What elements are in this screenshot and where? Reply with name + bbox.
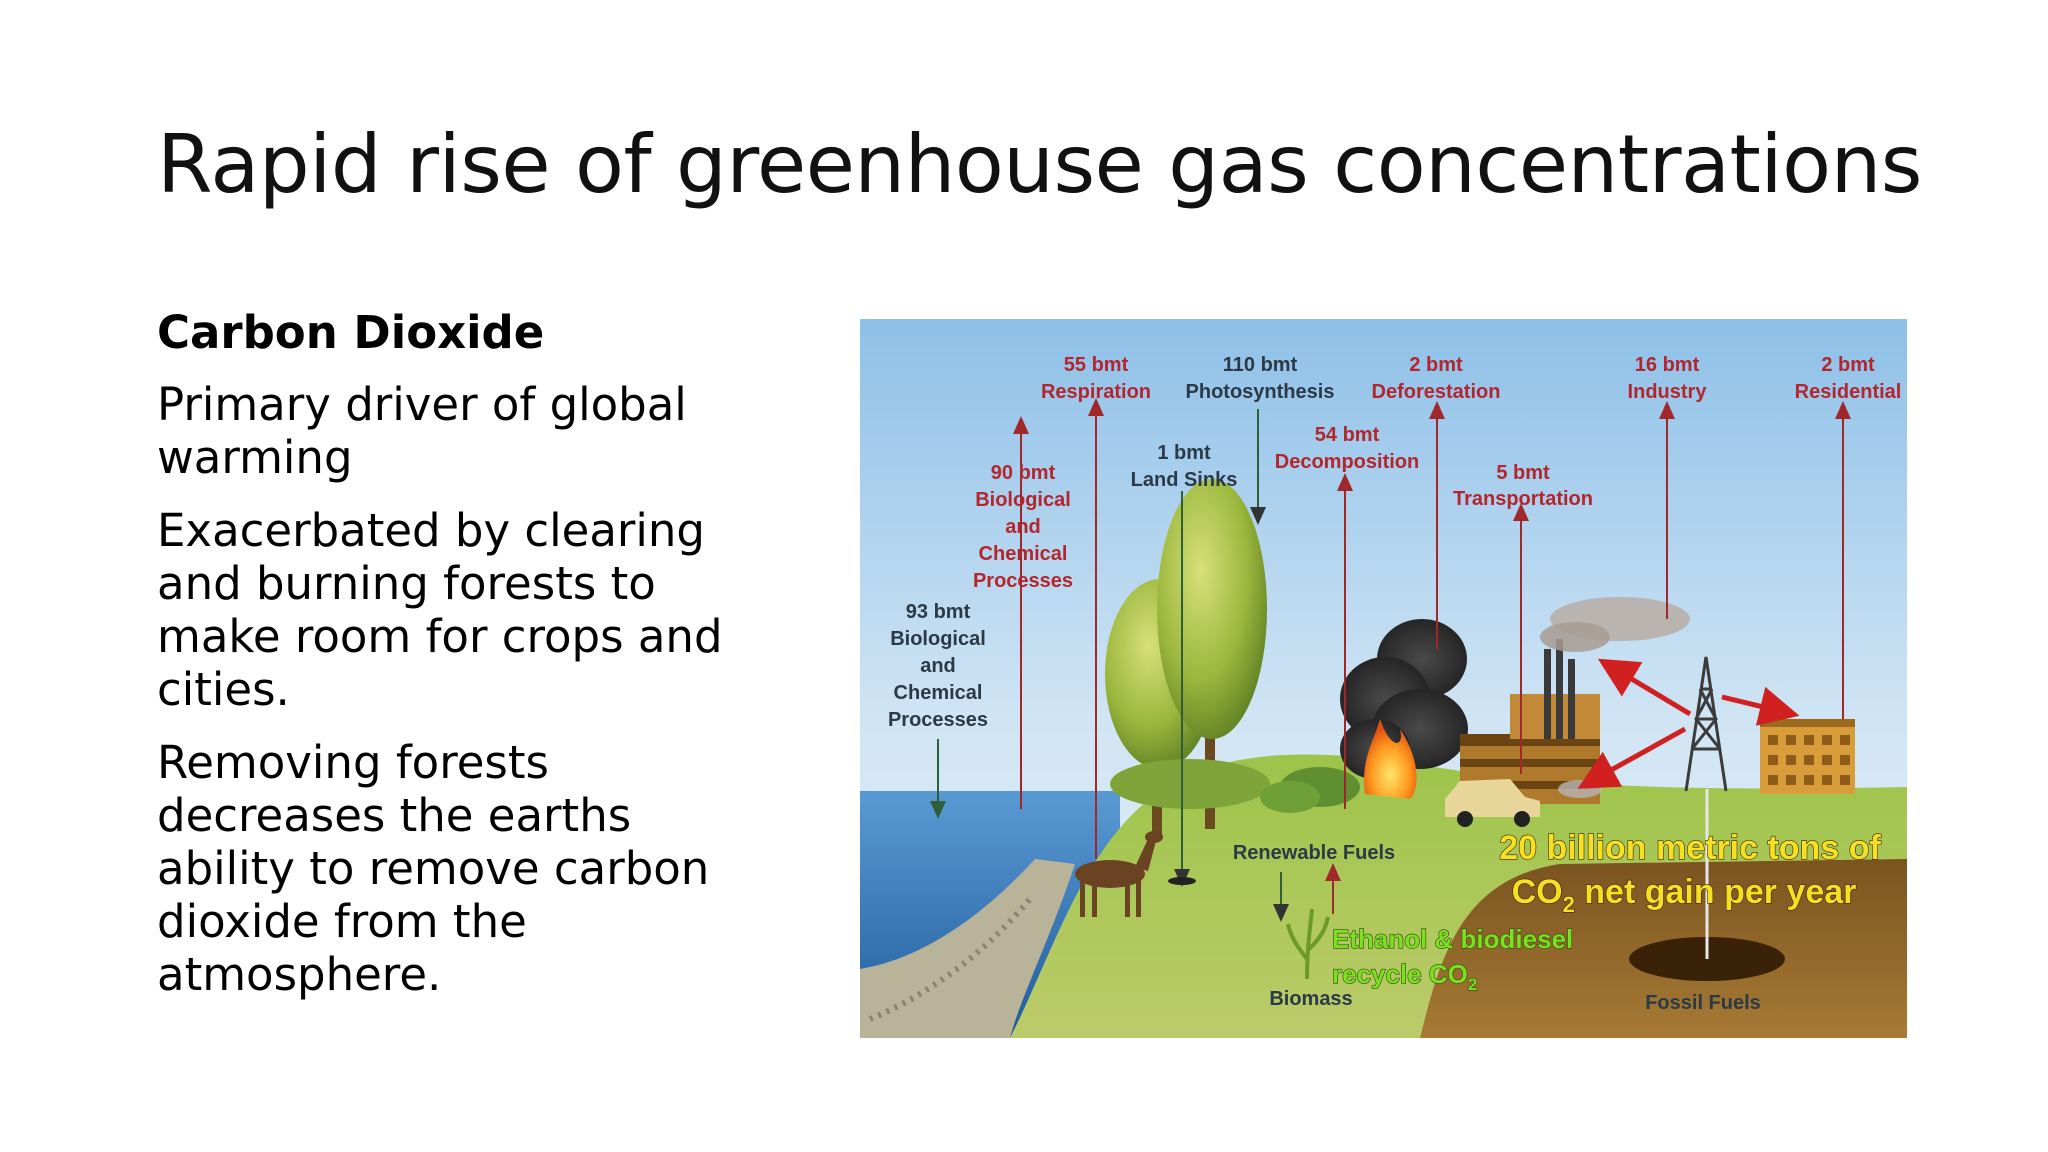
label-biomass: Biomass [1269, 988, 1352, 1010]
flux-label-bio-ocean-line: Processes [888, 709, 988, 731]
flux-label-industry-name: Industry [1628, 381, 1708, 403]
forest-fire [1340, 619, 1468, 799]
label-ethanol-line2: recycle CO2 [1332, 959, 1477, 994]
text-paragraph: Exacerbated by clearing and burning fore… [157, 504, 723, 716]
emission-arrows [1577, 658, 1800, 789]
flux-label-bio-ocean-line: Chemical [894, 682, 983, 704]
flux-label-deforestation-name: Deforestation [1372, 381, 1501, 403]
flux-label-residential-name: Residential [1795, 381, 1902, 403]
tree [1157, 479, 1267, 739]
flux-label-bio-land-value: 90 bmt [991, 462, 1056, 484]
label-fossil-fuels: Fossil Fuels [1645, 992, 1761, 1014]
slide-title: Rapid rise of greenhouse gas concentrati… [157, 118, 1922, 211]
flux-label-bio-land-line: and [1005, 516, 1041, 538]
flux-label-bio-land-line: Biological [975, 489, 1071, 511]
label-renewable-fuels: Renewable Fuels [1233, 842, 1395, 864]
transmission-tower [1684, 656, 1728, 792]
callout-net-gain-line1: 20 billion metric tons of [1499, 829, 1881, 867]
flux-label-residential-value: 2 bmt [1821, 354, 1875, 376]
flux-label-bio-land-line: Chemical [979, 543, 1068, 565]
flux-label-industry-value: 16 bmt [1635, 354, 1700, 376]
flux-label-respiration-name: Respiration [1041, 381, 1151, 403]
flux-label-land-sinks-name: Land Sinks [1131, 469, 1238, 491]
absorption-arrows [930, 409, 1289, 922]
car [1445, 779, 1602, 827]
text-paragraph: Primary driver of global warming [157, 378, 687, 484]
biomass-plant [1286, 908, 1330, 980]
flux-label-transportation-value: 5 bmt [1496, 462, 1550, 484]
flux-label-bio-ocean-line: and [920, 655, 956, 677]
residential-building [1760, 719, 1855, 794]
flux-label-bio-land-line: Processes [973, 570, 1073, 592]
flux-label-transportation-name: Transportation [1453, 488, 1593, 510]
flux-label-respiration-value: 55 bmt [1064, 354, 1129, 376]
flux-label-land-sinks-value: 1 bmt [1157, 442, 1211, 464]
flux-label-bio-ocean-value: 93 bmt [906, 601, 971, 623]
flux-label-photosynthesis-value: 110 bmt [1223, 354, 1298, 376]
carbon-cycle-diagram: 55 bmt Respiration 110 bmt Photosynthesi… [860, 319, 1907, 1038]
flux-label-decomposition-value: 54 bmt [1315, 424, 1380, 446]
text-heading: Carbon Dioxide [157, 306, 545, 359]
text-paragraph: Removing forests decreases the earths ab… [157, 736, 710, 1001]
flux-arrows [1013, 398, 1851, 914]
flux-label-deforestation-value: 2 bmt [1409, 354, 1463, 376]
flux-label-decomposition-name: Decomposition [1275, 451, 1419, 473]
body-text: Carbon Dioxide Primary driver of global … [157, 306, 757, 1021]
flux-label-photosynthesis-name: Photosynthesis [1186, 381, 1335, 403]
deer [1075, 831, 1163, 917]
pebble-shore [860, 859, 1075, 1038]
flux-label-bio-ocean-line: Biological [890, 628, 986, 650]
label-ethanol-line1: Ethanol & biodiesel [1332, 924, 1573, 954]
callout-net-gain-line2: CO2 net gain per year [1512, 873, 1857, 917]
